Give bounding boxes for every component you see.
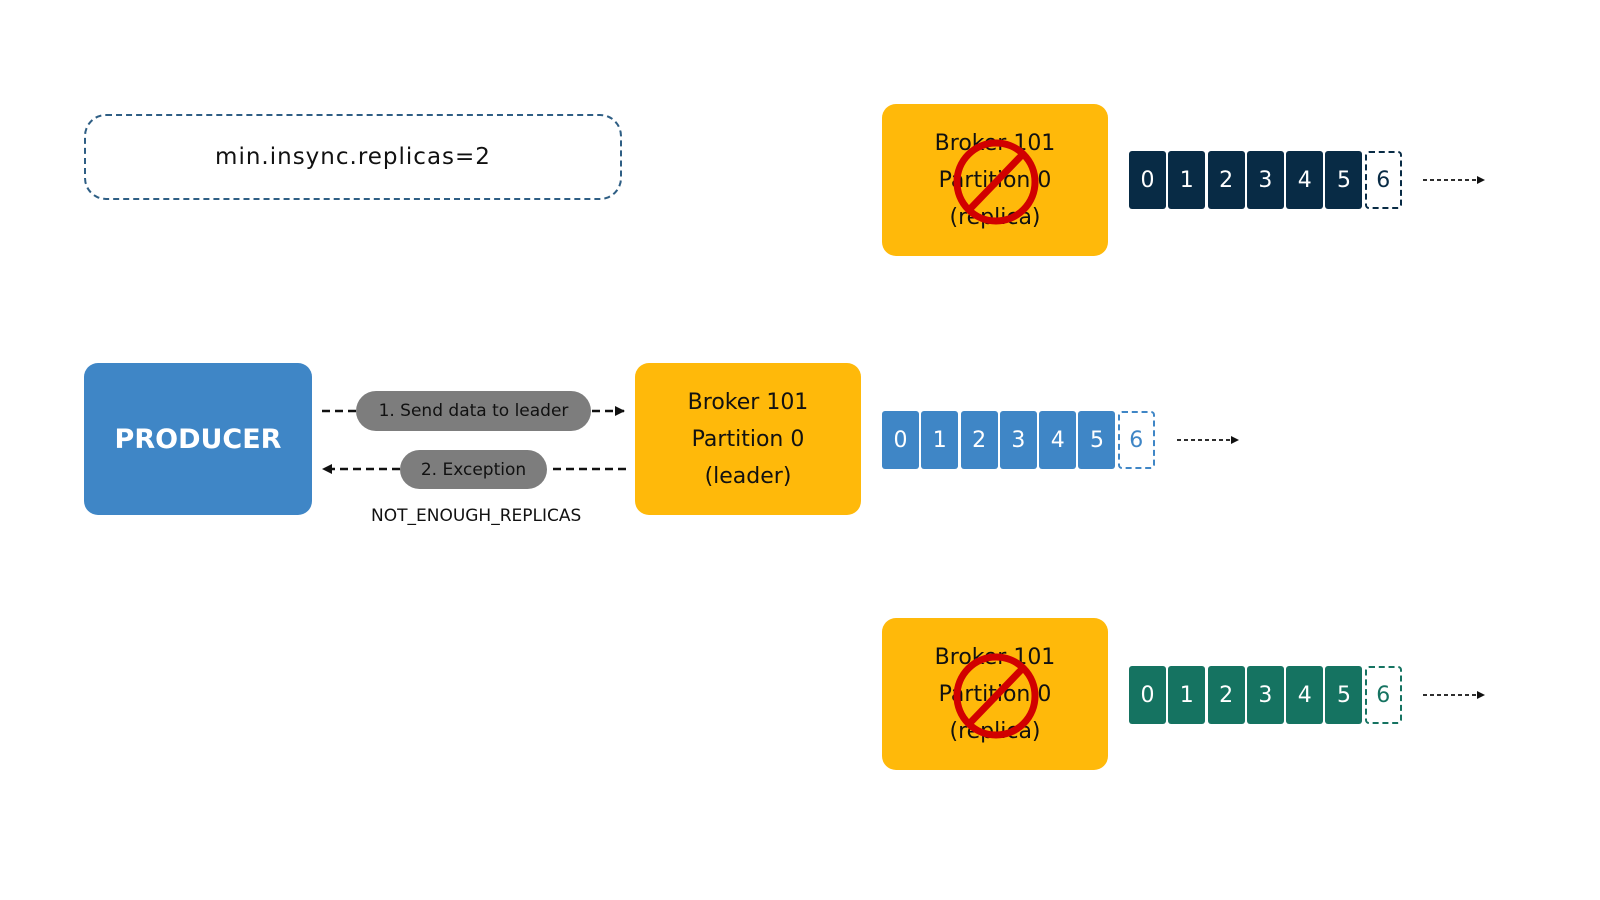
min-insync-replicas-config: min.insync.replicas=2 — [84, 114, 622, 200]
log-bottom-offset: 4 — [1286, 666, 1324, 724]
log-leader-offset: 0 — [882, 411, 919, 469]
error-code-label: NOT_ENOUGH_REPLICAS — [371, 506, 582, 526]
producer-box: PRODUCER — [84, 363, 312, 515]
log-leader-offset: 4 — [1039, 411, 1077, 469]
broker-bottom-down-icon — [953, 653, 1039, 739]
log-top-offset: 1 — [1168, 151, 1206, 209]
log-bottom-pending-offset: 6 — [1364, 666, 1402, 724]
log-top-offset: 0 — [1129, 151, 1166, 209]
log-leader-offset: 5 — [1078, 411, 1116, 469]
exception-label: 2. Exception — [420, 459, 527, 480]
log-leader-pending-offset: 6 — [1117, 411, 1155, 469]
send-data-pill: 1. Send data to leader — [356, 391, 591, 431]
send-data-label: 1. Send data to leader — [378, 401, 569, 421]
log-leader-offset: 3 — [999, 411, 1037, 469]
log-bottom-offset: 2 — [1207, 666, 1245, 724]
broker-top-down-icon — [953, 139, 1039, 225]
broker-leader-name: Broker 101 — [687, 389, 809, 415]
broker-leader-partition: Partition 0 — [691, 426, 805, 452]
log-bottom-offset: 1 — [1168, 666, 1206, 724]
log-top-pending-offset: 6 — [1364, 151, 1402, 209]
producer-label: PRODUCER — [114, 423, 282, 455]
config-text: min.insync.replicas=2 — [215, 144, 491, 170]
log-top-offset: 4 — [1286, 151, 1324, 209]
log-bottom-offset: 0 — [1129, 666, 1166, 724]
exception-pill: 2. Exception — [400, 450, 547, 489]
log-top-offset: 5 — [1325, 151, 1363, 209]
log-top-offset: 3 — [1246, 151, 1284, 209]
log-leader-offset: 1 — [921, 411, 959, 469]
log-top-offset: 2 — [1207, 151, 1245, 209]
log-leader-offset: 2 — [960, 411, 998, 469]
log-bottom-offset: 3 — [1246, 666, 1284, 724]
broker-leader: Broker 101 Partition 0 (leader) — [635, 363, 861, 515]
log-bottom-offset: 5 — [1325, 666, 1363, 724]
broker-leader-role: (leader) — [704, 463, 792, 489]
